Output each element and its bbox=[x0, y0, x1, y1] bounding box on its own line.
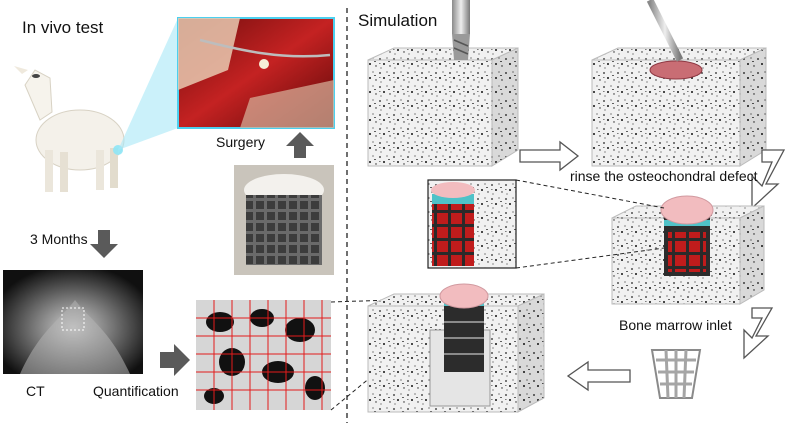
label-3-months: 3 Months bbox=[30, 231, 88, 247]
arrow-up-surgery bbox=[286, 132, 314, 158]
label-ct: CT bbox=[26, 383, 45, 399]
block-implant bbox=[611, 195, 765, 305]
label-surgery: Surgery bbox=[216, 134, 266, 150]
ct-image bbox=[3, 270, 143, 374]
arrow-step2 bbox=[751, 149, 786, 210]
connector-inset-bottom bbox=[515, 247, 665, 269]
arrow-right-quant bbox=[160, 344, 190, 376]
arrow-down-3months bbox=[90, 230, 118, 258]
label-simulation: Simulation bbox=[358, 11, 438, 30]
scaffold-photo bbox=[234, 165, 334, 275]
label-rinse-defect: rinse the osteochondral defect bbox=[570, 168, 758, 184]
label-quantification: Quantification bbox=[93, 383, 179, 399]
block-result bbox=[367, 283, 545, 413]
arrow-step3 bbox=[743, 307, 774, 360]
label-bone-marrow-inlet: Bone marrow inlet bbox=[619, 317, 732, 333]
arrow-step1 bbox=[519, 140, 580, 172]
arrow-step4 bbox=[566, 360, 631, 392]
connector-inset-top bbox=[515, 179, 665, 209]
block-defect bbox=[591, 0, 767, 167]
quantification-image bbox=[196, 300, 331, 410]
zoom-fan bbox=[118, 18, 178, 150]
label-in-vivo: In vivo test bbox=[22, 18, 104, 37]
scaffold-model bbox=[650, 349, 702, 399]
inset-zoom bbox=[427, 179, 517, 269]
surgery-photo bbox=[177, 17, 335, 129]
block-drill bbox=[367, 0, 519, 167]
goat-illustration bbox=[14, 66, 125, 192]
